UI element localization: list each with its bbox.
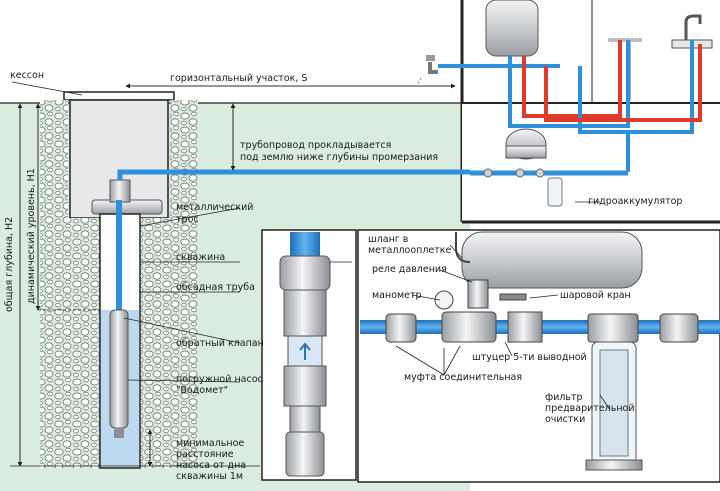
gravel-left-lower bbox=[60, 218, 100, 468]
label-pipeline-line2: под землю ниже глубины промерзания bbox=[240, 152, 439, 163]
caisson bbox=[63, 91, 175, 219]
label-pressure-relay: реле давления bbox=[372, 264, 447, 275]
water-heater bbox=[485, 0, 539, 57]
check-valve-detail bbox=[261, 229, 357, 481]
label-horizontal-section: горизонтальный участок, S bbox=[170, 73, 308, 84]
underground-pipe bbox=[117, 169, 470, 180]
label-min-distance-line3: насоса от дна bbox=[176, 460, 247, 471]
label-filter-line1: фильтр bbox=[545, 392, 583, 403]
label-accumulator: гидроаккумулятор bbox=[588, 196, 683, 207]
label-coupling: муфта соединительная bbox=[404, 372, 523, 383]
label-pump-line2: "Водомет" bbox=[176, 385, 228, 396]
label-min-distance-line2: расстояние bbox=[176, 449, 234, 460]
label-min-distance-line1: минимальное bbox=[176, 438, 245, 449]
gravel-right-lower bbox=[140, 218, 180, 468]
outdoor-tap bbox=[417, 55, 438, 85]
well-pipe bbox=[116, 200, 122, 310]
house bbox=[460, 0, 720, 224]
accumulator-small bbox=[470, 128, 628, 207]
label-metal-cable-line2: трос bbox=[176, 214, 199, 225]
label-metal-cable-line1: металлический bbox=[176, 202, 254, 213]
label-filter-line2: предварительной bbox=[545, 403, 635, 414]
label-dynamic-level: динамический уровень, H1 bbox=[26, 168, 37, 304]
label-check-valve: обратный клапан bbox=[176, 338, 264, 349]
well-bore bbox=[99, 200, 141, 469]
house-pipes bbox=[438, 40, 702, 172]
label-casing-pipe: обсадная труба bbox=[176, 282, 255, 293]
label-hose-line1: шланг в bbox=[368, 234, 409, 245]
dimensions bbox=[10, 81, 600, 467]
label-well: скважина bbox=[176, 252, 226, 263]
label-caisson: кессон bbox=[10, 70, 45, 81]
label-pipeline-line1: трубопровод прокладывается bbox=[240, 140, 392, 151]
label-fitting: штуцер 5-ти выводной bbox=[472, 352, 587, 363]
label-min-distance-line4: скважины 1м bbox=[176, 471, 244, 482]
label-manometer: манометр bbox=[372, 290, 422, 301]
label-total-depth: общая глубина, H2 bbox=[4, 216, 15, 312]
accumulator-detail bbox=[357, 229, 720, 483]
label-ball-valve: шаровой кран bbox=[560, 290, 631, 301]
submersible-pump bbox=[109, 309, 129, 429]
label-filter-line3: очистки bbox=[545, 414, 586, 425]
label-pump-line1: погружной насос bbox=[176, 374, 263, 385]
label-hose-line2: металлооплетке bbox=[368, 245, 452, 256]
